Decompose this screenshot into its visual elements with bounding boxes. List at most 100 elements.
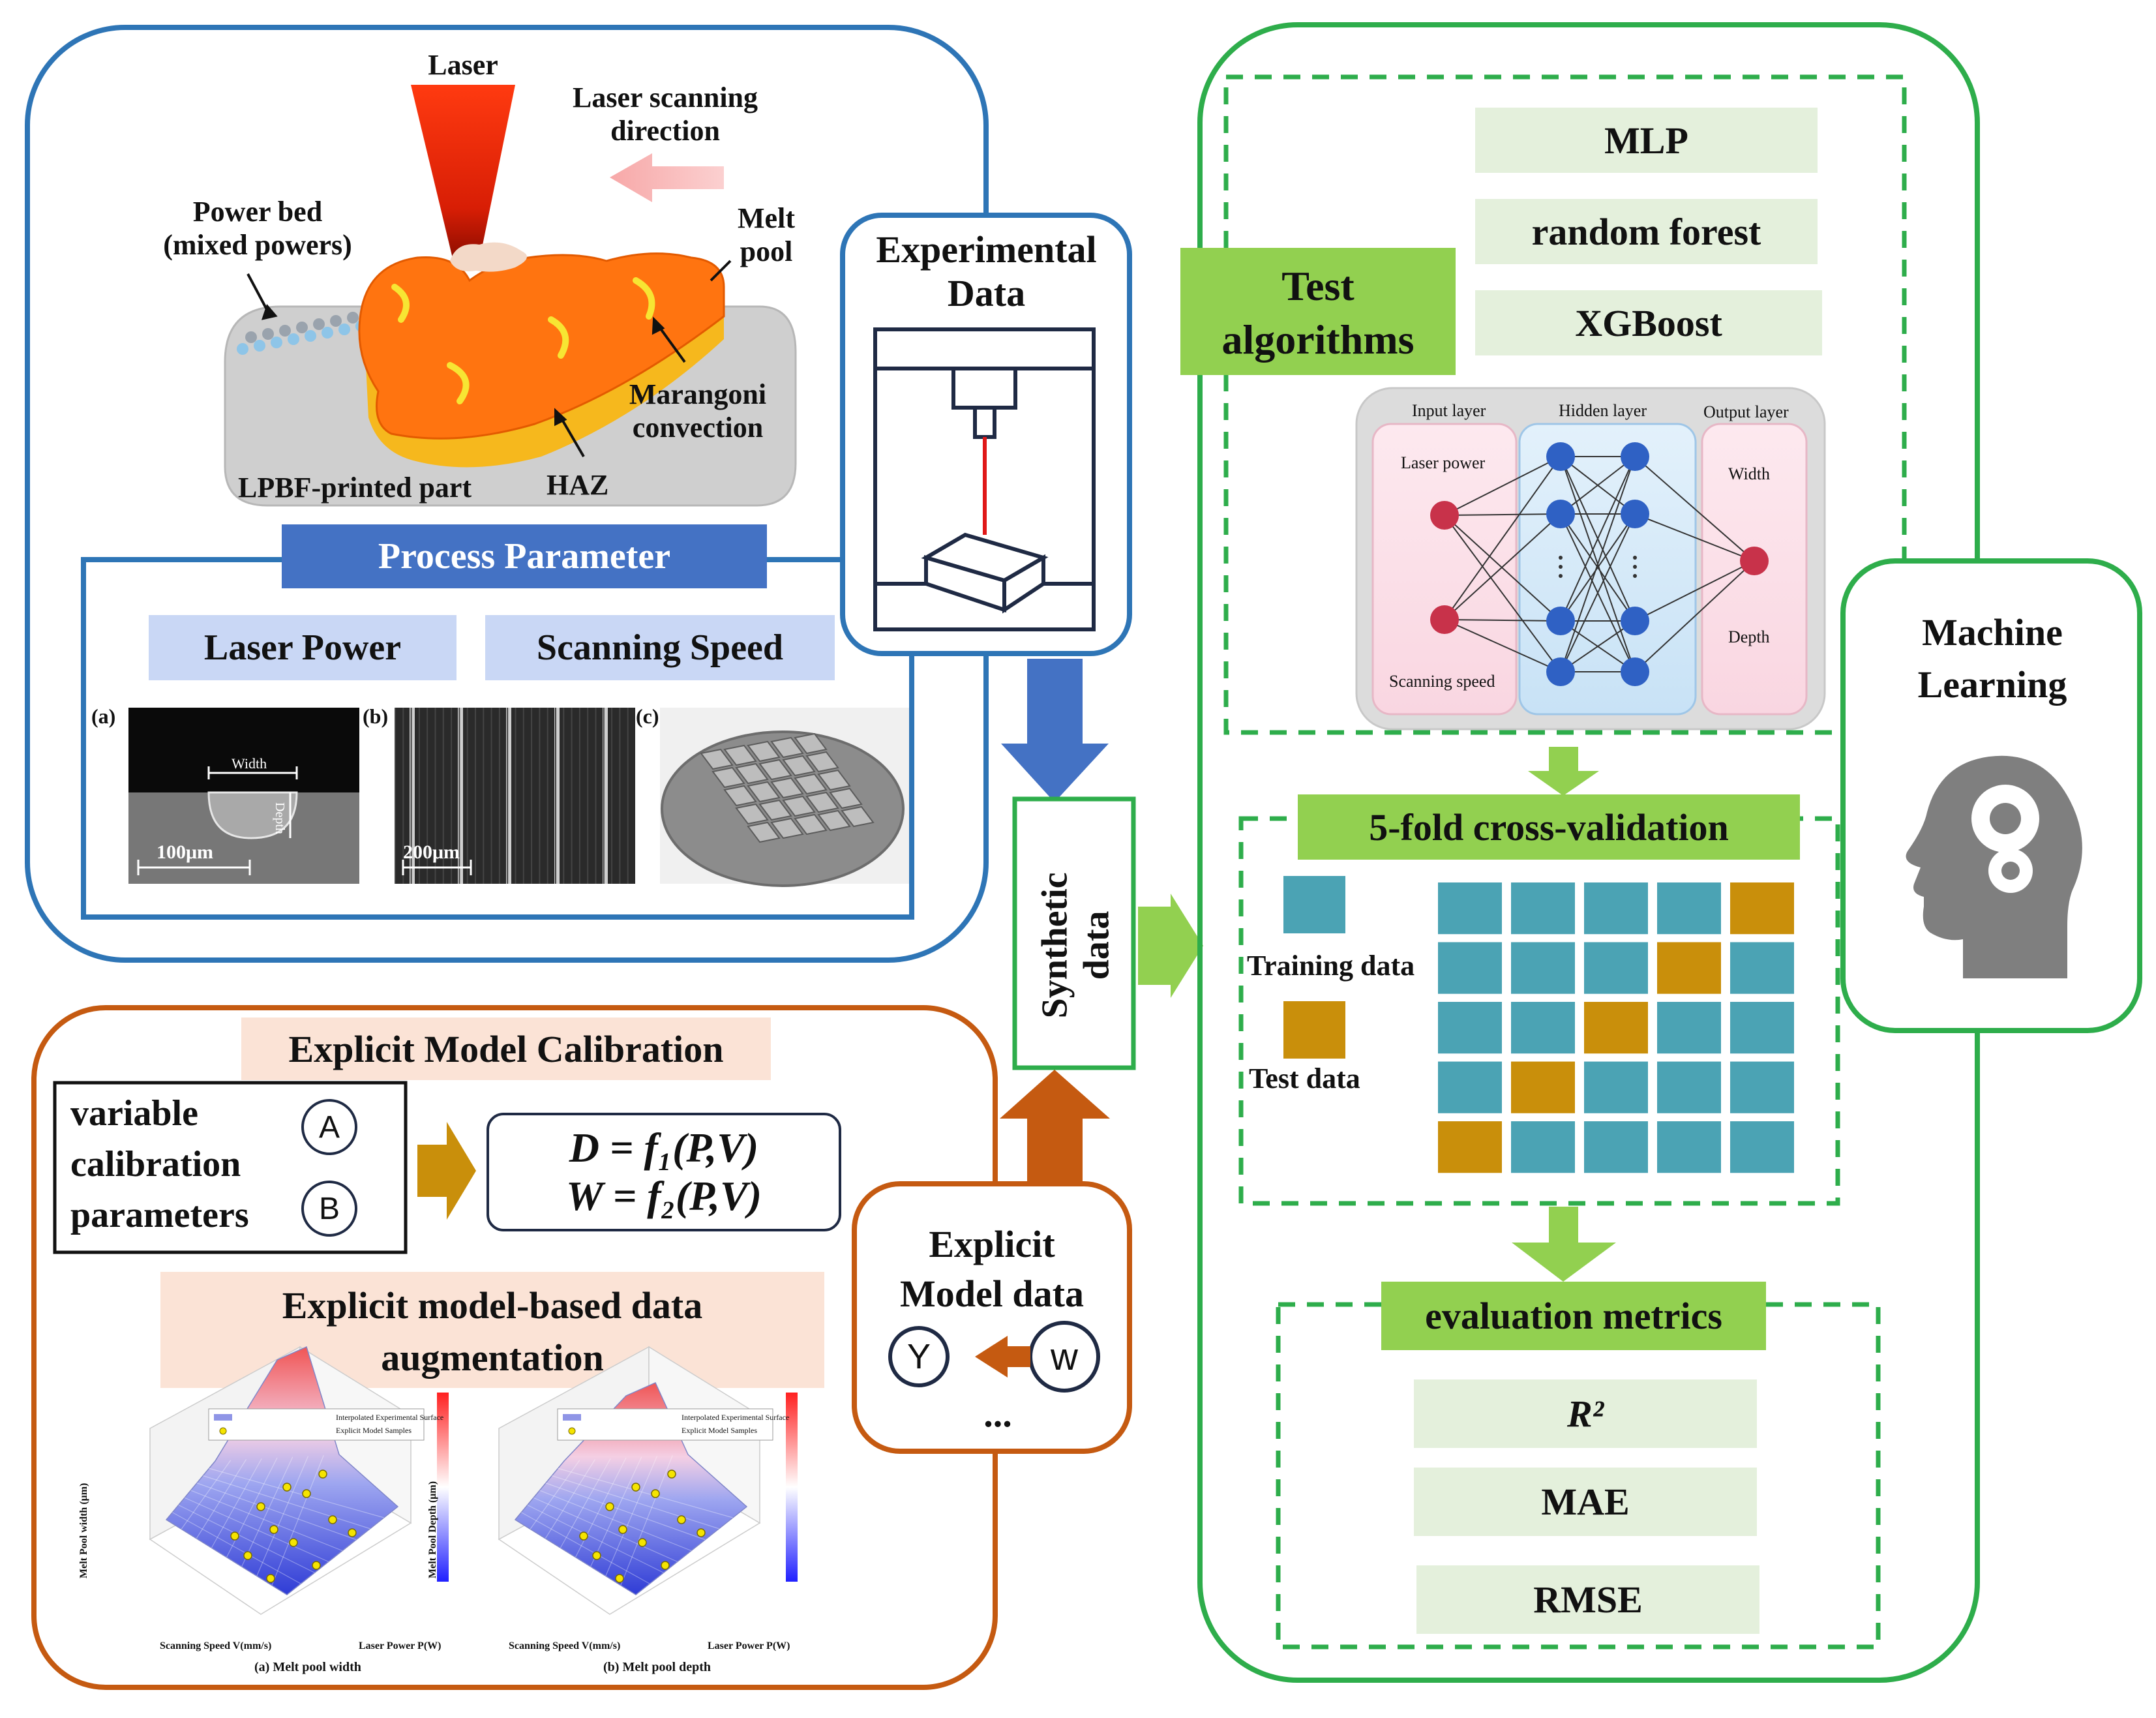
nn-edge	[1560, 513, 1636, 672]
printed-cube	[805, 791, 839, 813]
cv-train-cell	[1730, 1061, 1794, 1113]
sample-point	[243, 1551, 252, 1560]
laser-label: Laser	[428, 49, 498, 81]
printed-cube	[747, 740, 781, 762]
scan-direction-label: Laser scanning direction	[554, 82, 776, 147]
nn-edge	[1560, 456, 1636, 622]
colorbar	[437, 1393, 449, 1582]
cv-train-cell	[1584, 882, 1648, 935]
cv-train-cell	[1511, 882, 1575, 935]
test-swatch	[1283, 1001, 1345, 1059]
printed-cube	[782, 755, 816, 777]
sample-point	[638, 1538, 647, 1547]
machine-learning-line2: Learning	[1917, 663, 2067, 706]
printed-cube	[723, 744, 757, 766]
augmentation-line2: augmentation	[381, 1336, 604, 1379]
printed-cube	[758, 799, 792, 821]
cv-test-cell	[1730, 882, 1794, 935]
printed-cube	[735, 762, 769, 785]
sample-point	[282, 1483, 292, 1492]
printed-cube	[794, 732, 828, 755]
nn-nodes	[1430, 442, 1769, 686]
arrow-synthetic-to-ml	[1138, 894, 1203, 998]
sample-point	[256, 1502, 265, 1511]
sample-point	[696, 1528, 706, 1537]
melt-pool-line1: Melt	[738, 202, 795, 234]
sample-point	[677, 1515, 686, 1524]
sample-point	[266, 1574, 275, 1583]
sample-point	[579, 1531, 588, 1541]
synthetic-data-frame	[1012, 796, 1136, 1070]
sample-point	[318, 1469, 327, 1479]
arrow-to-metrics	[1512, 1207, 1616, 1282]
plot-a-legend-surface: Interpolated Experimental Surface	[336, 1413, 444, 1422]
plot-b-yaxis: Laser Power P(W)	[708, 1640, 790, 1651]
haz-label: HAZ	[546, 469, 609, 501]
width-annotation: Width	[232, 755, 267, 772]
plot-b-xaxis: Scanning Speed V(mm/s)	[509, 1640, 621, 1651]
nn-laser-power-label: Laser power	[1401, 453, 1486, 472]
cv-train-cell	[1511, 942, 1575, 994]
printed-cube	[700, 748, 734, 770]
nn-edge	[1444, 456, 1561, 620]
nn-output-node	[1740, 547, 1769, 575]
powder-bed-line2: (mixed powers)	[163, 228, 352, 261]
cv-test-cell	[1657, 942, 1721, 994]
test-algorithms-line2: algorithms	[1221, 316, 1415, 363]
arrow-to-cross-validation	[1528, 747, 1599, 796]
nn-edge	[1634, 456, 1755, 562]
printed-cube	[794, 773, 828, 795]
cv-train-cell	[1584, 942, 1648, 994]
cv-train-cell	[1511, 1002, 1575, 1054]
cv-title-bg	[1298, 794, 1800, 860]
arrow-experimental-to-synthetic	[1001, 659, 1109, 802]
training-data-label: Training data	[1247, 950, 1415, 982]
nn-edge	[1560, 456, 1636, 515]
sample-point	[348, 1528, 357, 1537]
sample-point	[618, 1525, 627, 1534]
test-algorithms-line1: Test	[1281, 263, 1355, 309]
plot-a-zaxis: Melt Pool width (μm)	[78, 1483, 89, 1578]
variable-line3: parameters	[70, 1195, 249, 1235]
cv-title: 5-fold cross-validation	[1369, 806, 1729, 849]
marangoni-label: Marangoni convection	[603, 378, 792, 444]
cv-train-cell	[1657, 1061, 1721, 1113]
synthetic-line1: Synthetic	[1034, 872, 1075, 1019]
surface-plot-width	[149, 1346, 449, 1615]
cv-grid	[1438, 882, 1794, 1173]
scanning-speed-box-bg	[485, 615, 835, 680]
laser-power-label: Laser Power	[203, 627, 402, 668]
nn-edge	[1444, 513, 1561, 516]
surface-mesh	[165, 1346, 399, 1595]
scanning-speed-label: Scanning Speed	[536, 627, 784, 668]
nn-edge	[1444, 456, 1561, 516]
caption-depth: (b) Melt pool depth	[603, 1660, 711, 1674]
augmentation-title: Explicit model-based data augmentation	[160, 1280, 824, 1384]
printed-cube	[747, 781, 781, 803]
scan-track	[603, 708, 608, 884]
melt-pool-pointers	[247, 260, 732, 458]
melt-pool-label: Melt pool	[724, 202, 809, 268]
nn-hidden-node	[1621, 442, 1649, 471]
sample-point	[667, 1469, 676, 1479]
sample-point	[592, 1551, 601, 1560]
sample-point	[605, 1502, 614, 1511]
plot-b-legend-samples: Explicit Model Samples	[681, 1426, 757, 1435]
cv-train-cell	[1438, 1061, 1502, 1113]
cv-train-cell	[1657, 882, 1721, 935]
param-b-badge: B	[301, 1181, 357, 1237]
test-algorithms-title: Test algorithms	[1180, 260, 1456, 367]
nn-edge	[1560, 513, 1636, 622]
y-symbol-circle	[888, 1326, 950, 1387]
printed-cube	[723, 785, 757, 807]
sample-point	[312, 1561, 321, 1570]
printed-cube	[711, 766, 745, 789]
cv-train-cell	[1730, 1002, 1794, 1054]
cv-test-cell	[1511, 1061, 1575, 1113]
nn-edge	[1560, 456, 1636, 672]
nn-edge	[1634, 560, 1755, 672]
scan-tracks	[395, 708, 629, 884]
experimental-data-frame	[840, 213, 1132, 656]
nn-depth-label: Depth	[1728, 627, 1770, 646]
nn-input-node	[1430, 501, 1459, 530]
